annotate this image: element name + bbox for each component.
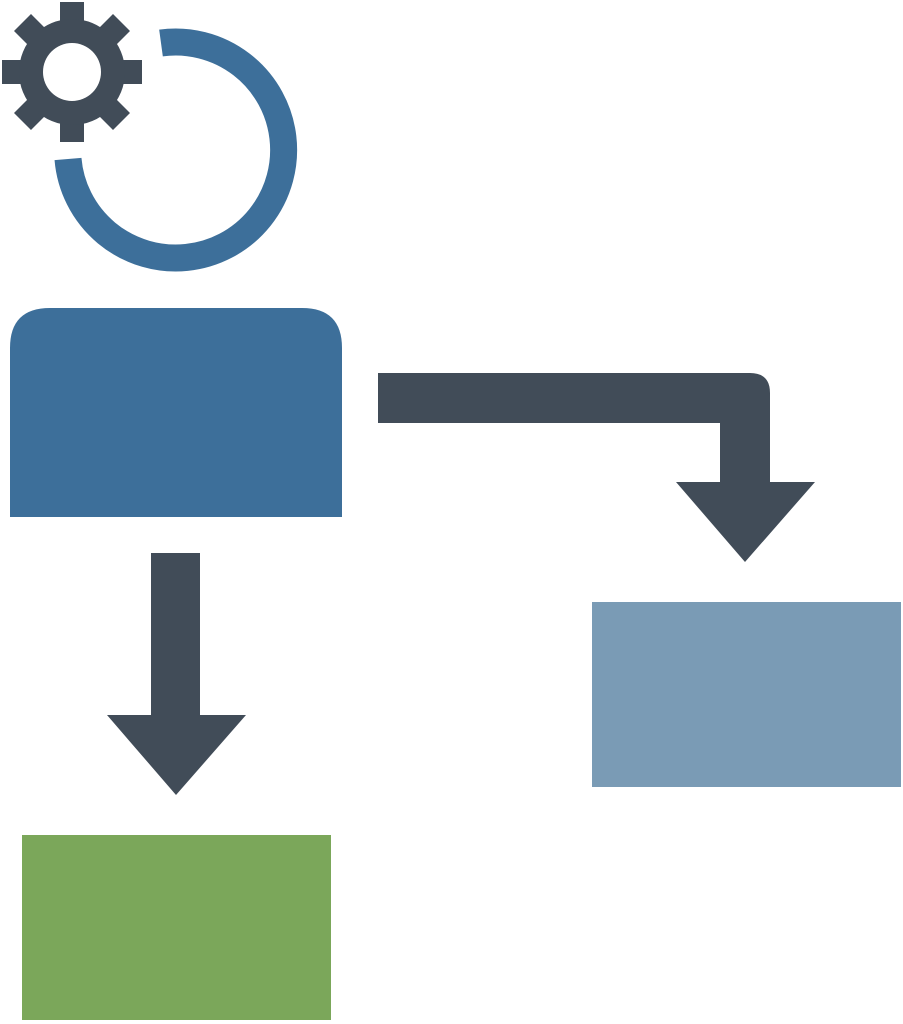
arrow-down-icon [107, 553, 246, 795]
output-box-blue [592, 602, 901, 787]
gear-hole [43, 43, 101, 101]
gear-icon [2, 2, 142, 142]
output-box-green [22, 835, 331, 1020]
person-body [10, 308, 342, 517]
arrow-right-down-icon [378, 373, 815, 562]
progress-ring-icon [54, 28, 298, 272]
